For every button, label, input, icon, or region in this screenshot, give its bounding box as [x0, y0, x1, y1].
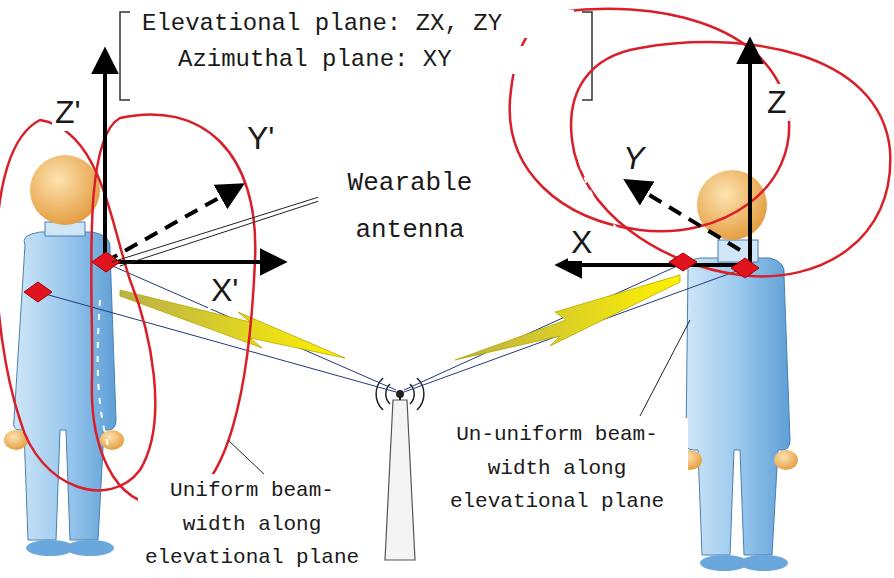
wearable-antenna	[24, 252, 759, 302]
axis-label: Z'	[52, 94, 84, 131]
axis-label: Y'	[244, 120, 277, 157]
person-right	[678, 170, 798, 571]
plane-note: Azimuthal plane: XY	[176, 46, 540, 74]
bracket	[120, 12, 130, 100]
bracket	[582, 12, 592, 100]
axis-label: X'	[208, 272, 241, 309]
axes	[105, 42, 750, 265]
lightning-bolt	[455, 275, 680, 360]
beam-note: Un-uniform beam-width along elevational …	[426, 418, 688, 519]
axis-label: X	[568, 224, 595, 261]
axis-label: Y	[620, 140, 647, 177]
antenna-label: Wearable antenna	[318, 160, 502, 254]
base-station	[376, 378, 424, 560]
axis-label: Z	[764, 84, 790, 121]
plane-note: Elevational plane: ZX, ZY	[140, 10, 574, 38]
beam-note: Uniform beam-width along elevational pla…	[138, 474, 366, 575]
